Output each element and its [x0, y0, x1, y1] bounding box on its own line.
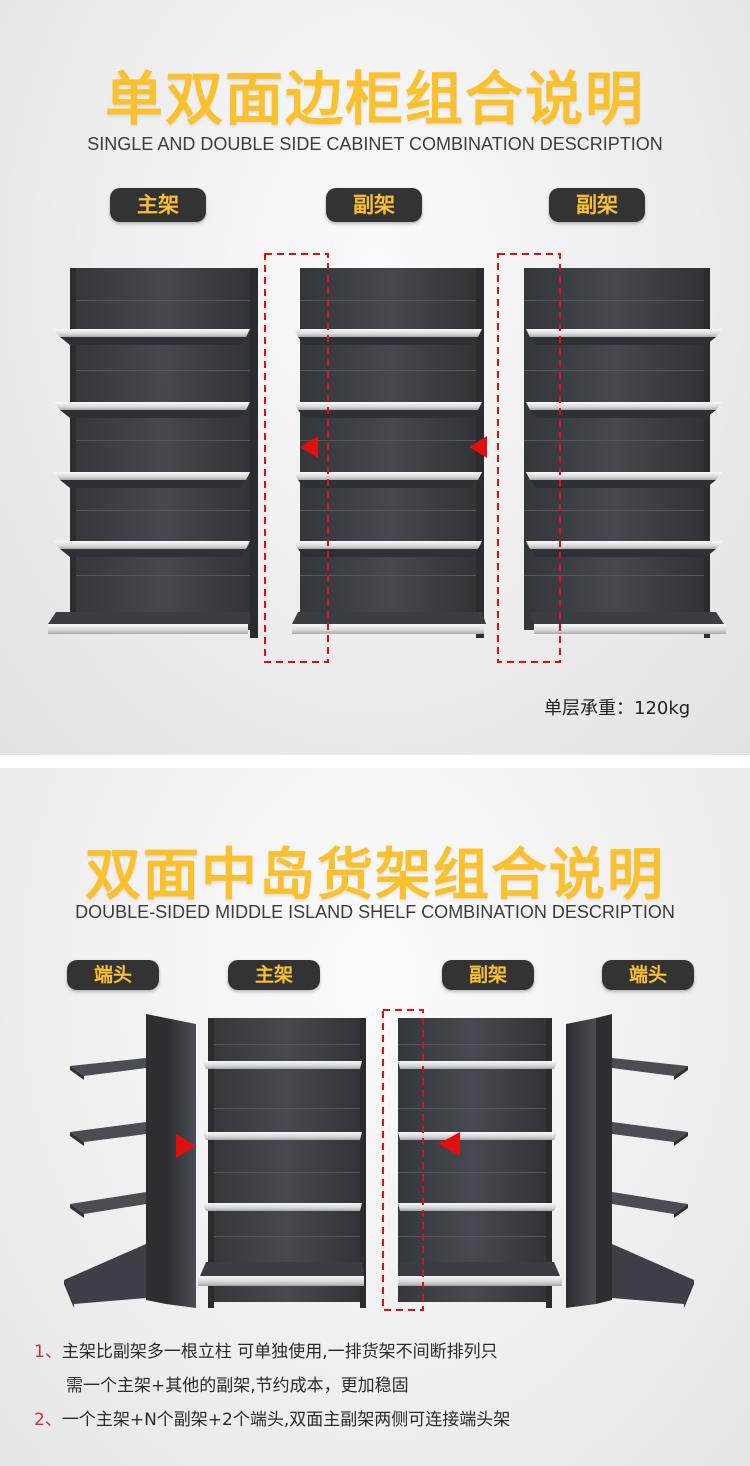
label-sub-frame-2: 副架 — [549, 188, 645, 222]
sub-frame-unit-2 — [524, 268, 726, 638]
end-cap-left-unit — [64, 1014, 196, 1308]
sub-frame-unit-1 — [292, 268, 486, 638]
island-shelf-illustration — [64, 1009, 694, 1311]
section2-subtitle: DOUBLE-SIDED MIDDLE ISLAND SHELF COMBINA… — [75, 902, 675, 922]
desc-line-1: 1、主架比副架多一根立柱 可单独使用,一排货架不间断排列只 — [34, 1342, 498, 1362]
arrow-right-marker-icon — [176, 1134, 196, 1158]
label-main-frame: 主架 — [228, 960, 320, 990]
upright-highlight-island — [382, 1009, 424, 1311]
side-cabinet-illustration — [48, 253, 726, 663]
label-main-frame: 主架 — [110, 188, 206, 222]
label-end-cap-right: 端头 — [602, 960, 694, 990]
section-divider — [0, 755, 750, 768]
label-end-cap-left: 端头 — [67, 960, 159, 990]
section-side-cabinet: 单双面边柜组合说明 SINGLE AND DOUBLE SIDE CABINET… — [0, 0, 750, 755]
section2-title: 双面中岛货架组合说明 — [85, 843, 665, 908]
arrow-left-marker-icon — [469, 436, 487, 458]
label-sub-frame-1: 副架 — [326, 188, 422, 222]
main-frame-unit — [48, 268, 258, 638]
desc-line-2: 需一个主架+其他的副架,节约成本，更加稳固 — [66, 1376, 409, 1396]
end-cap-right-unit — [566, 1014, 694, 1308]
section1-subtitle: SINGLE AND DOUBLE SIDE CABINET COMBINATI… — [87, 134, 663, 154]
upright-highlight-1 — [264, 253, 329, 663]
arrow-left-marker-icon — [300, 436, 318, 458]
label-sub-frame: 副架 — [442, 960, 534, 990]
combination-description: 1、主架比副架多一根立柱 可单独使用,一排货架不间断排列只 需一个主架+其他的副… — [34, 1335, 510, 1437]
desc-line-3: 2、一个主架+N个副架+2个端头,双面主副架两侧可连接端头架 — [34, 1410, 511, 1430]
arrow-left-marker-icon — [438, 1132, 460, 1156]
section-island-shelf: 双面中岛货架组合说明 DOUBLE-SIDED MIDDLE ISLAND SH… — [0, 768, 750, 1466]
main-frame-unit-island — [198, 1018, 366, 1308]
section1-title: 单双面边柜组合说明 — [104, 65, 645, 133]
load-capacity-note: 单层承重：120kg — [544, 698, 691, 719]
upright-highlight-2 — [497, 253, 561, 663]
sub-frame-unit-island — [398, 1018, 562, 1308]
